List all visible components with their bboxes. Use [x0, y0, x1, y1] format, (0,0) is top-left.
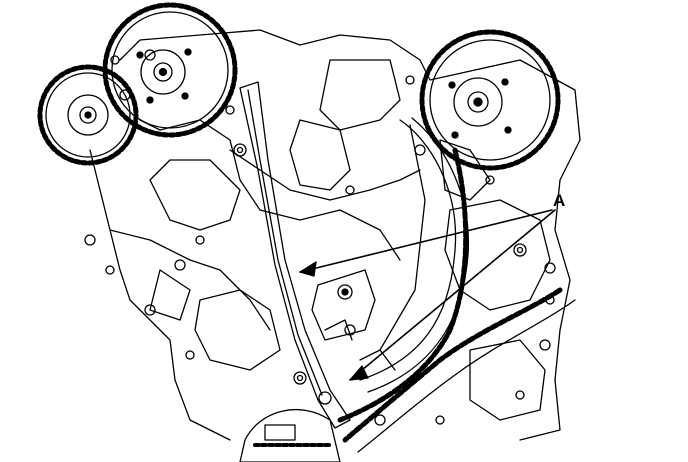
callout-arrow-upper — [299, 209, 553, 273]
engine-block — [89, 29, 581, 441]
right-camshaft-sprocket — [419, 29, 561, 171]
bolt-holes — [84, 49, 556, 426]
callout-label-a: A — [553, 191, 566, 210]
chain-guide-right — [359, 117, 470, 393]
left-sprocket — [37, 64, 139, 166]
chain-tensioner — [311, 269, 376, 341]
left-camshaft-sprocket — [102, 2, 238, 138]
callout-arrow-lower — [349, 209, 556, 381]
timing-chain — [337, 147, 576, 453]
crank-sprocket — [239, 408, 341, 462]
chain-guide-left — [239, 81, 351, 429]
callout-arrows — [299, 209, 556, 381]
